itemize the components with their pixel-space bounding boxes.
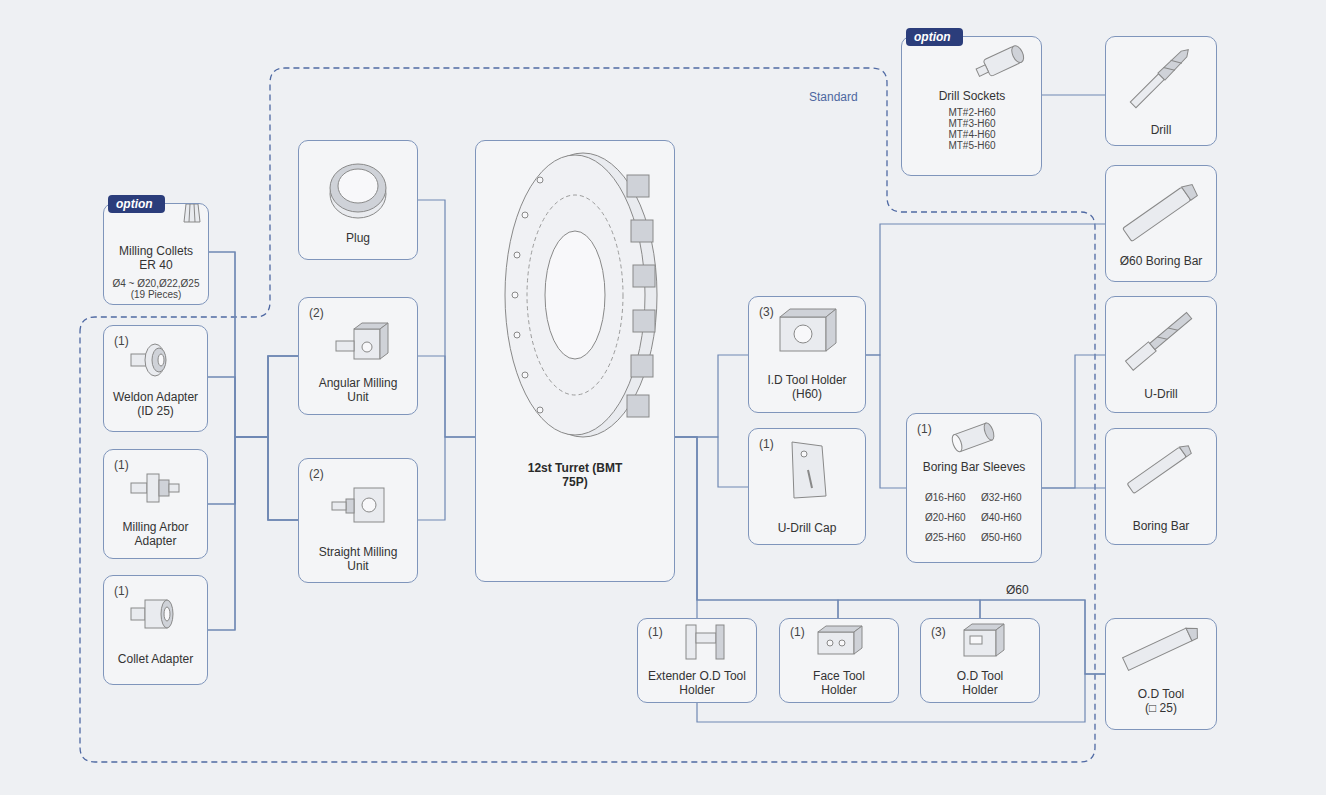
- size-spec: Ø16-H60: [925, 492, 975, 503]
- quantity-number: (1): [917, 422, 932, 436]
- part-name: U-Drill Cap: [754, 521, 860, 535]
- option-tag: option: [906, 28, 963, 46]
- part-box: (2) Angular Milling Unit: [298, 297, 418, 415]
- connector-line: [209, 252, 298, 437]
- part-name: Angular Milling Unit: [308, 376, 408, 404]
- part-name: Drill Sockets: [907, 89, 1037, 103]
- connector-line: [675, 355, 748, 437]
- connector-line: [208, 356, 298, 630]
- tool-box: Ø60 Boring Bar: [1105, 165, 1217, 282]
- part-box: (2) Straight Milling Unit: [298, 458, 418, 583]
- connector-line: [1042, 487, 1105, 488]
- connector-line: [208, 437, 298, 520]
- part-box: (1) Boring Bar SleevesØ16-H60 Ø32-H60Ø20-H…: [906, 413, 1042, 563]
- tool-box: O.D Tool (□ 25): [1105, 618, 1217, 730]
- option-tag: option: [108, 195, 165, 213]
- size-spec: Ø25-H60: [925, 532, 975, 543]
- tool-box: Drill: [1105, 36, 1217, 146]
- part-box: (1) Face Tool Holder: [779, 618, 899, 703]
- part-name: Face Tool Holder: [804, 669, 874, 697]
- part-name: Boring Bar: [1111, 519, 1211, 533]
- turret-box: 12st Turret (BMT 75P): [475, 140, 675, 582]
- tool-box: U-Drill: [1105, 296, 1217, 413]
- part-name: Extender O.D Tool Holder: [642, 669, 752, 697]
- part-name: O.D Tool Holder: [945, 669, 1015, 697]
- connector-line: [418, 356, 475, 437]
- option-box: optionMilling Collets ER 40Ø4 ~ Ø20,Ø22,…: [103, 203, 209, 305]
- region-label: Standard: [806, 90, 861, 104]
- connector-line: [675, 437, 697, 618]
- part-name: U-Drill: [1111, 387, 1211, 401]
- part-box: (1) U-Drill Cap: [748, 428, 866, 545]
- quantity-number: (2): [309, 467, 324, 481]
- connector-line: [209, 252, 298, 520]
- quantity-number: (1): [759, 437, 774, 451]
- part-box: (1) Milling Arbor Adapter: [103, 449, 208, 559]
- part-box: Plug: [298, 140, 418, 260]
- connector-line: [418, 437, 475, 520]
- turret-name: 12st Turret (BMT 75P): [525, 461, 625, 489]
- part-box: (1) Weldon Adapter (ID 25): [103, 325, 208, 432]
- option-box: optionDrill SocketsMT#2-H60 MT#3-H60 MT#…: [901, 36, 1042, 176]
- connector-line: [208, 377, 298, 520]
- quantity-number: (1): [790, 625, 805, 639]
- connector-line: [208, 356, 298, 437]
- quantity-number: (1): [114, 458, 129, 472]
- size-spec: Ø20-H60: [925, 512, 975, 523]
- connector-line: [675, 437, 748, 487]
- part-name: Milling Arbor Adapter: [108, 520, 203, 548]
- tool-box: Boring Bar: [1105, 428, 1217, 545]
- part-name: Drill: [1111, 123, 1211, 137]
- connector-line: [697, 674, 1105, 722]
- size-spec: Ø50-H60: [981, 532, 1031, 543]
- connector-line: [866, 224, 1105, 355]
- part-name: Ø60 Boring Bar: [1111, 254, 1211, 268]
- part-name: O.D Tool (□ 25): [1132, 687, 1190, 715]
- connector-line: [208, 437, 298, 630]
- connector-line: [418, 200, 475, 437]
- part-name: Weldon Adapter (ID 25): [108, 390, 203, 418]
- part-box: (3) I.D Tool Holder (H60): [748, 296, 866, 413]
- part-box: (1) Extender O.D Tool Holder: [637, 618, 757, 703]
- connector-line: [1042, 355, 1105, 488]
- connector-line: [208, 356, 298, 504]
- part-name: Straight Milling Unit: [308, 545, 408, 573]
- quantity-number: (3): [931, 625, 946, 639]
- part-name: Plug: [308, 231, 408, 245]
- quantity-number: (1): [648, 625, 663, 639]
- size-spec: Ø4 ~ Ø20,Ø22,Ø25 (19 Pieces): [106, 278, 206, 300]
- size-spec: Ø40-H60: [981, 512, 1031, 523]
- size-spec: MT#2-H60 MT#3-H60 MT#4-H60 MT#5-H60: [942, 107, 1002, 151]
- connector-line: [1042, 94, 1105, 95]
- part-name: Milling Collets ER 40: [112, 244, 200, 272]
- size-spec: Ø32-H60: [981, 492, 1031, 503]
- dimension-label: Ø60: [1003, 583, 1032, 597]
- quantity-number: (3): [759, 305, 774, 319]
- connector-line: [866, 355, 906, 488]
- quantity-number: (2): [309, 306, 324, 320]
- part-box: (1) Collet Adapter: [103, 575, 208, 685]
- part-name: Collet Adapter: [108, 652, 203, 666]
- part-name: Boring Bar Sleeves: [909, 460, 1039, 474]
- part-name: I.D Tool Holder (H60): [754, 373, 860, 401]
- quantity-number: (1): [114, 334, 129, 348]
- part-box: (3) O.D Tool Holder: [920, 618, 1040, 703]
- quantity-number: (1): [114, 584, 129, 598]
